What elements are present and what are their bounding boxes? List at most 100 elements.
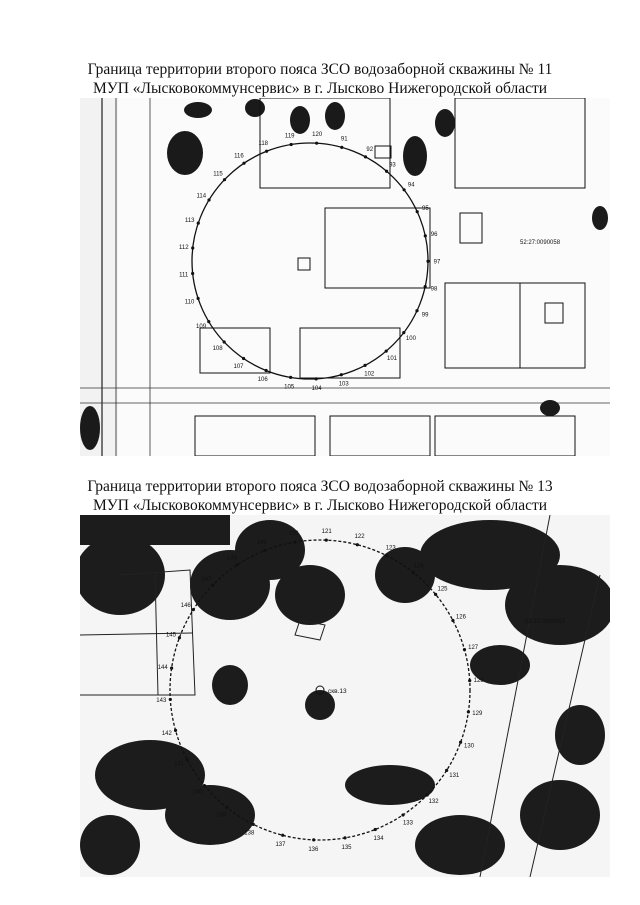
boundary-point [293,540,297,544]
boundary-point [312,838,316,842]
boundary-point-label: 137 [275,842,286,848]
boundary-point [168,697,172,702]
boundary-point-label: 101 [387,356,398,362]
boundary-point-label: 100 [406,336,417,342]
boundary-point [466,710,470,714]
boundary-point-label: 106 [258,377,269,383]
boundary-point [445,768,449,772]
boundary-point [425,793,429,797]
boundary-point [225,805,229,810]
boundary-point-label: 143 [156,698,167,704]
boundary-point [289,375,293,380]
boundary-point-label: 107 [233,364,244,370]
map-title-well-11: Граница территории второго пояса ЗСО вод… [0,60,640,98]
boundary-point-label: 111 [179,272,189,278]
boundary-point-label: 104 [312,386,323,392]
boundary-point-label: 113 [185,218,195,224]
boundary-point [355,543,359,547]
boundary-point [373,827,377,832]
boundary-point-label: 114 [197,193,207,199]
boundary-point [339,373,343,377]
boundary-point-label: 144 [158,665,169,671]
boundary-point-label: 127 [468,645,479,651]
boundary-point-label: 96 [431,232,438,238]
boundary-point [423,285,427,289]
boundary-point-label: 135 [342,845,353,851]
boundary-point [173,728,178,732]
boundary-point [468,678,472,683]
boundary-point-label: 94 [408,182,415,188]
boundary-point-label: 149 [256,540,267,546]
boundary-point [196,221,200,225]
boundary-point [222,178,227,182]
boundary-point [451,618,455,623]
boundary-point-label: 92 [366,147,373,153]
boundary-point [191,271,195,276]
boundary-point [423,234,427,238]
boundary-point [191,608,195,612]
boundary-point-label: 147 [201,577,212,583]
boundary-point-label: 139 [216,813,227,819]
boundary-point-label: 91 [341,137,348,143]
boundary-point-label: 120 [312,132,323,138]
boundary-point [415,309,419,313]
boundary-point [202,784,207,788]
boundary-point-label: 129 [472,711,483,717]
boundary-point-label: 123 [386,546,397,552]
boundary-point [433,592,438,596]
boundary-point-label: 99 [422,313,429,319]
boundary-point [185,757,189,762]
boundary-point-label: 132 [429,799,440,805]
boundary-point [385,554,389,558]
boundary-point [264,368,268,373]
boundary-point-label: 108 [213,346,224,352]
boundary-point [207,320,211,324]
boundary-point-label: 124 [414,563,425,569]
boundary-point-label: 118 [258,141,268,147]
title-line-2: МУП «Лысковокоммунсервис» в г. Лысково Н… [92,80,548,97]
boundary-point-label: 109 [196,324,207,330]
boundary-point-label: 126 [456,614,467,620]
boundary-point [235,563,239,567]
boundary-point-label: 115 [213,171,223,177]
boundary-point [458,740,463,744]
boundary-point [170,666,174,670]
boundary-point [415,210,419,214]
boundary-point-label: 142 [162,731,173,737]
well-label: скв.13 [328,688,347,695]
boundary-point-label: 136 [308,847,319,853]
title-line-1: Граница территории второго пояса ЗСО вод… [87,478,553,495]
boundary-point [426,259,430,263]
boundary-point [177,636,182,640]
boundary-point-label: 116 [234,154,244,160]
boundary-point-label: 138 [244,830,255,836]
boundary-point-label: 103 [339,381,350,387]
boundary-point [462,648,467,652]
boundary-point-label: 95 [422,206,429,212]
parcel-label: 52:27:0090058 [520,240,561,246]
boundary-point-label: 105 [284,384,295,390]
boundary-point [222,340,226,344]
boundary-point [281,833,285,837]
boundary-point [343,836,347,840]
title-line-2: МУП «Лысковокоммунсервис» в г. Лысково Н… [92,497,548,514]
boundary-point [289,142,293,147]
boundary-point-label: 131 [449,773,460,779]
boundary-point [363,155,368,159]
map-title-well-13: Граница территории второго пояса ЗСО вод… [0,477,640,515]
boundary-point-label: 102 [364,371,375,377]
boundary-point-label: 110 [185,299,195,305]
boundary-point-label: 145 [166,633,177,639]
boundary-point [242,161,246,165]
boundary-point-label: 128 [474,678,485,684]
boundary-point [402,331,406,335]
boundary-point [263,548,267,553]
boundary-point-label: 125 [438,587,449,593]
boundary-point [264,149,269,153]
boundary-point-label: 130 [464,743,475,749]
boundary-point-label: 150 [288,531,299,537]
boundary-point-label: 98 [431,287,438,293]
boundary-point [324,538,328,542]
